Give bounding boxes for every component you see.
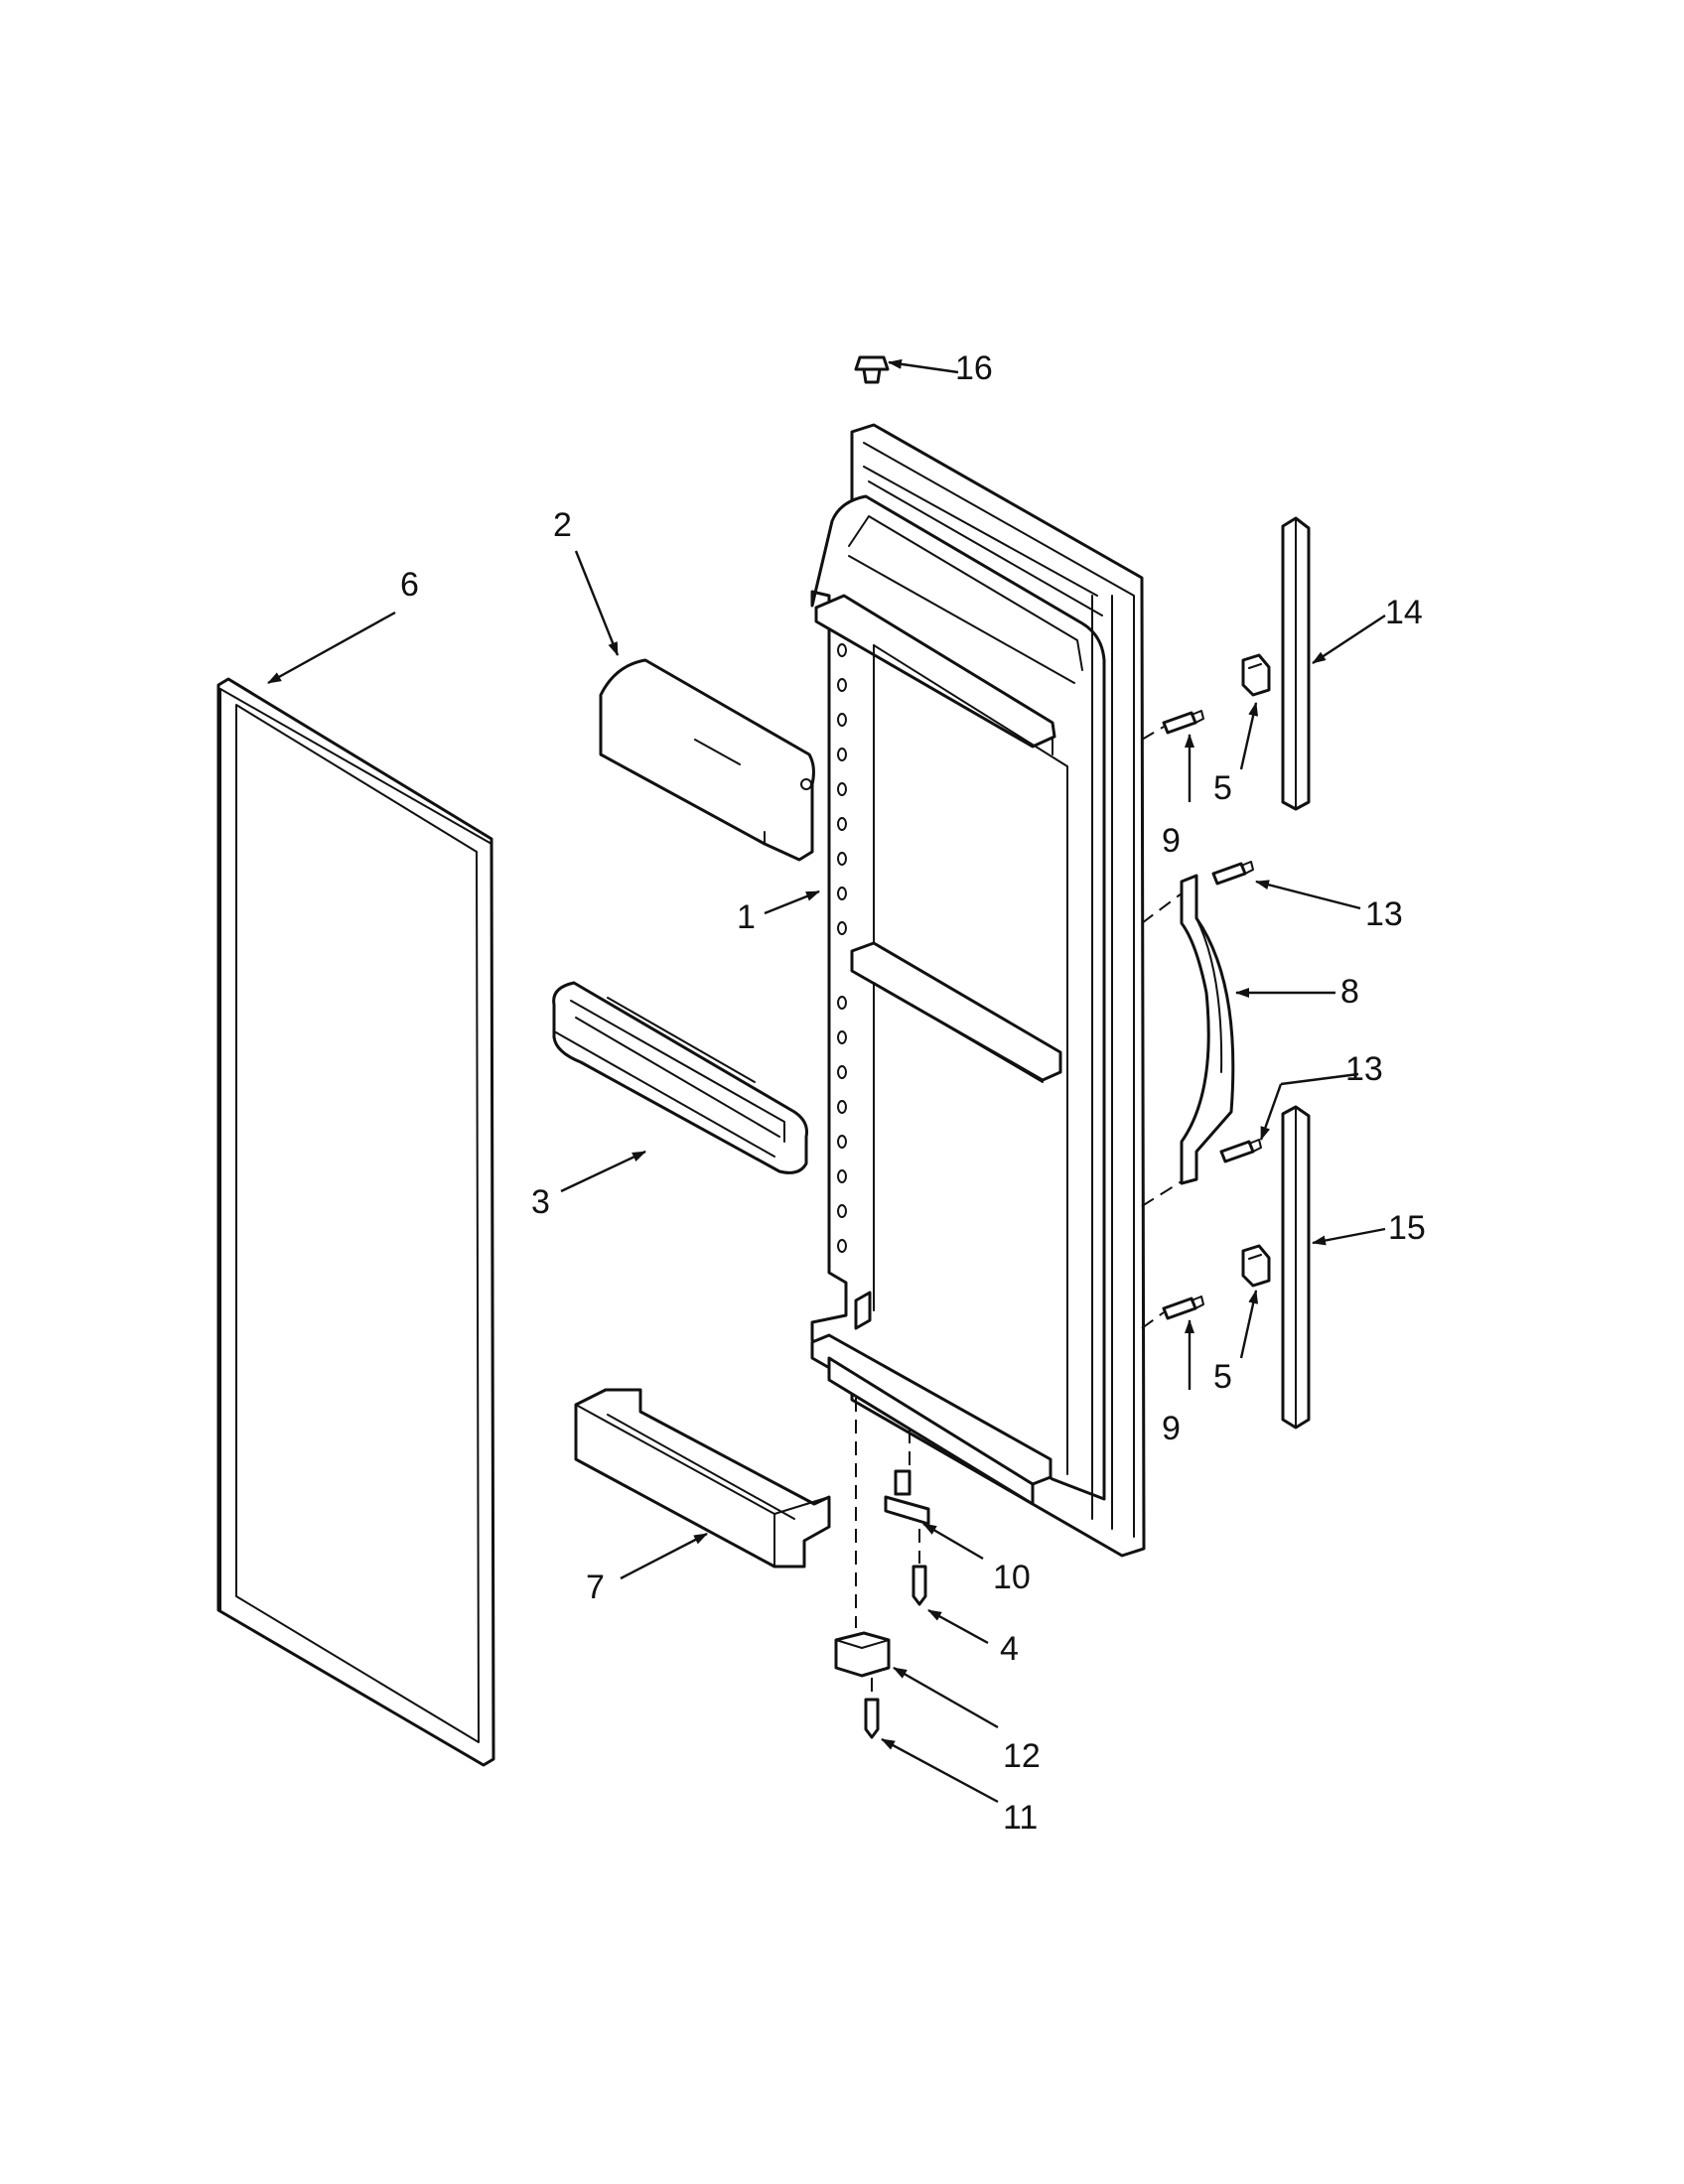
leader-lines (267, 358, 1386, 1804)
callout-15: 15 (1388, 1209, 1426, 1247)
bracket-screw (864, 1698, 880, 1739)
callout-9-lower: 9 (1162, 1410, 1181, 1447)
door-plug (854, 355, 890, 384)
callout-8: 8 (1340, 973, 1359, 1011)
screw-9-upper (1162, 710, 1204, 735)
callout-10: 10 (993, 1559, 1031, 1596)
callout-11: 11 (1003, 1799, 1038, 1837)
hinge-pin (884, 1469, 930, 1526)
callout-1: 1 (737, 898, 756, 936)
callout-5-lower: 5 (1213, 1358, 1232, 1396)
callout-13-lower: 13 (1345, 1050, 1383, 1088)
lower-door-bin (574, 1388, 831, 1569)
lower-trim-strip (1281, 1105, 1311, 1430)
assembly-lines (855, 726, 1183, 1698)
trim-clip-upper (1241, 653, 1271, 697)
screw-9-lower (1162, 1296, 1204, 1320)
upper-trim-strip (1281, 516, 1311, 811)
door-assembly (810, 423, 1146, 1558)
door-gasket (216, 677, 495, 1767)
screw-13-lower (1219, 1139, 1262, 1163)
dairy-door (599, 658, 815, 862)
callout-labels: 1 2 3 4 5 5 6 7 8 9 9 10 11 12 13 13 14 … (400, 349, 1426, 1837)
callout-14: 14 (1385, 594, 1423, 631)
callout-2: 2 (553, 506, 572, 544)
callout-13-upper: 13 (1365, 895, 1403, 933)
callout-3: 3 (531, 1183, 550, 1221)
callout-12: 12 (1003, 1737, 1041, 1775)
trim-clip-lower (1241, 1244, 1271, 1288)
callout-9-upper: 9 (1162, 822, 1181, 860)
door-bin (552, 981, 808, 1174)
callout-16: 16 (955, 349, 993, 387)
screw-13-upper (1211, 861, 1254, 886)
hinge-screw (912, 1565, 927, 1606)
callout-6: 6 (400, 566, 419, 604)
callout-7: 7 (586, 1569, 605, 1606)
callout-4: 4 (1000, 1630, 1019, 1668)
hinge-bracket (834, 1631, 891, 1678)
shelf-peg-holes (837, 643, 847, 1253)
door-handle (1180, 874, 1235, 1185)
callout-5-upper: 5 (1213, 769, 1232, 807)
